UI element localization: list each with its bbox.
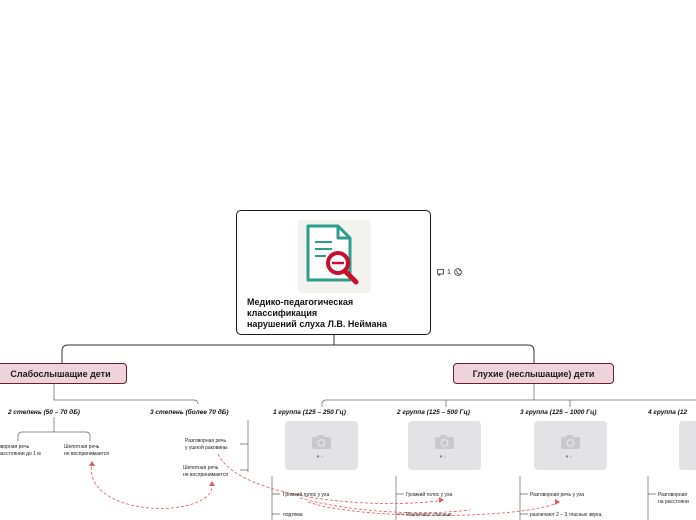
image-placeholder-group-2 [408, 421, 481, 470]
leaf-group3-vowels[interactable]: различают 2 – 3 гласных звука, [530, 512, 603, 518]
carousel-dots [316, 455, 324, 458]
search-document-icon [298, 220, 371, 293]
leaf-group1-subtopic[interactable]: подтема [283, 512, 303, 518]
image-placeholder-group-1 [285, 421, 358, 470]
globe-icon [454, 268, 462, 276]
topic-deaf[interactable]: Глухие (неслышащие) дети [453, 363, 614, 384]
leaf-degree3-whisper[interactable]: Шепотная речь не воспринимается [183, 465, 228, 478]
camera-icon [435, 435, 454, 449]
image-placeholder-group-3 [534, 421, 607, 470]
image-placeholder-group-4 [679, 421, 696, 470]
leaf-group1-loud-voice[interactable]: Громкий голос у уха [283, 492, 330, 498]
leaf-group2-vowels[interactable]: Различают гласные [406, 512, 452, 518]
leaf-group2-loud-voice[interactable]: Громкий голос у уха [406, 492, 453, 498]
leaf-degree3-speech[interactable]: Разговорная речь у ушной раковины [185, 438, 228, 451]
leaf-group3-speech[interactable]: Разговорная речь у уха [530, 492, 585, 498]
camera-icon [561, 435, 580, 449]
subtopic-group-2[interactable]: 2 группа (125 – 500 Гц) [397, 409, 470, 416]
subtopic-degree-3[interactable]: 3 степень (более 70 дБ) [150, 409, 229, 416]
subtopic-group-4[interactable]: 4 группа (12 [648, 409, 688, 416]
subtopic-group-3[interactable]: 3 группа (125 – 1000 Гц) [520, 409, 597, 416]
leaf-group4-speech[interactable]: Разговорная на расстояни [658, 492, 689, 505]
leaf-degree2-speech[interactable]: оворная речь расстоянии до 1 м [0, 444, 41, 457]
note-badge[interactable]: 1 [437, 268, 462, 276]
carousel-dots [439, 455, 447, 458]
central-topic[interactable]: Медико-педагогическая классификация нару… [236, 210, 431, 335]
comment-icon [437, 268, 444, 276]
carousel-dots [565, 455, 573, 458]
central-topic-title: Медико-педагогическая классификация нару… [247, 297, 387, 329]
camera-icon [312, 435, 331, 449]
subtopic-degree-2[interactable]: 2 степень (50 – 70 дБ) [8, 409, 80, 416]
note-count: 1 [447, 268, 451, 276]
leaf-degree2-whisper[interactable]: Шепотная речь не воспринимается [64, 444, 109, 457]
topic-hard-of-hearing[interactable]: Слабослышащие дети [0, 363, 127, 384]
subtopic-group-1[interactable]: 1 группа (125 – 250 Гц) [273, 409, 346, 416]
